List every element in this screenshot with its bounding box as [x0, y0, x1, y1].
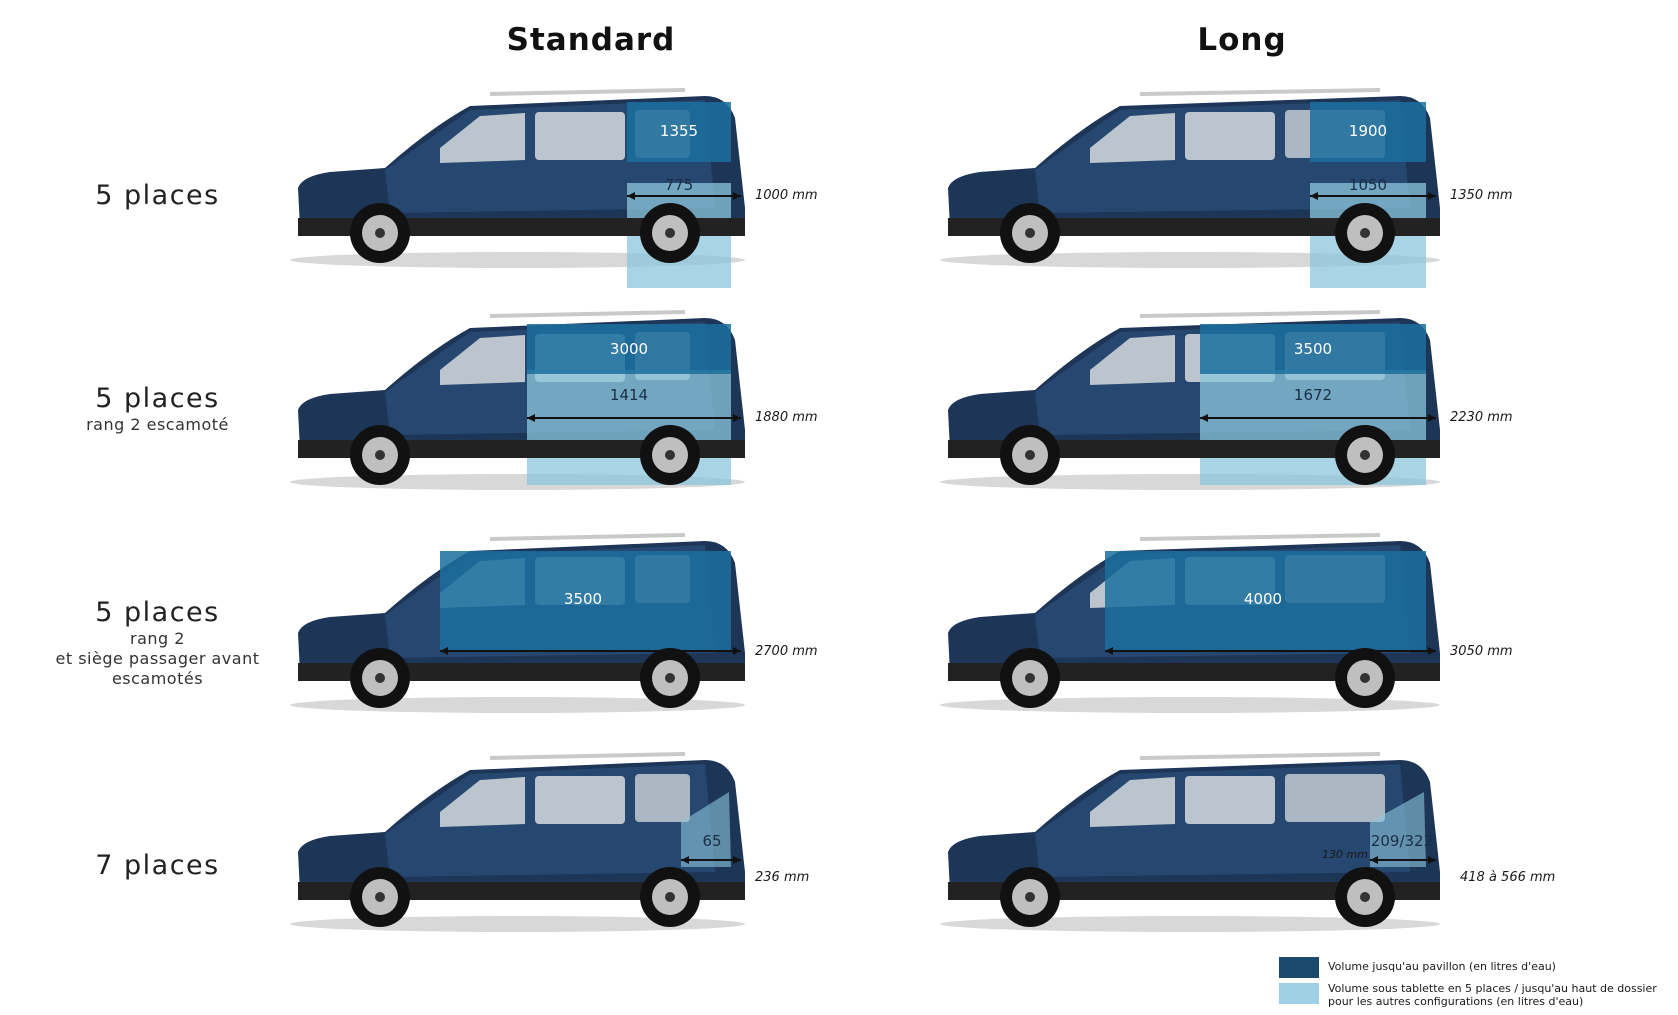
- length-label: 2700 mm: [755, 644, 818, 659]
- van-illustration-standard-1: [290, 88, 775, 288]
- volume-label-shelf: 775: [664, 176, 694, 194]
- length-label: 1880 mm: [755, 410, 818, 425]
- length-label-secondary: 130 mm: [1322, 848, 1368, 861]
- legend-swatch-roof: [1279, 957, 1319, 978]
- row-label-4: 7 places: [20, 850, 295, 882]
- legend-text-roof: Volume jusqu'au pavillon (en litres d'ea…: [1328, 960, 1556, 973]
- volume-label-roof: 3500: [1293, 340, 1333, 358]
- row-label-sub: rang 2: [130, 629, 185, 648]
- volume-label-shelf: 1050: [1348, 176, 1388, 194]
- length-label: 2230 mm: [1450, 410, 1513, 425]
- van-illustration-long-3: [940, 533, 1470, 733]
- volume-label-roof: 1900: [1348, 122, 1388, 140]
- row-label-1: 5 places: [20, 180, 295, 212]
- volume-label-roof: 1355: [659, 122, 699, 140]
- row-label-3: 5 places rang 2 et siège passager avant …: [20, 597, 295, 689]
- length-label: 418 à 566 mm: [1460, 870, 1556, 885]
- row-label-main: 7 places: [95, 850, 220, 881]
- van-illustration-long-2: [940, 310, 1470, 510]
- volume-label-roof: 209/322: [1370, 832, 1434, 850]
- van-illustration-long-1: [940, 88, 1470, 288]
- row-label-sub: et siège passager avant: [55, 649, 260, 668]
- row-label-main: 5 places: [95, 597, 220, 628]
- column-header-standard: Standard: [506, 22, 676, 58]
- row-label-main: 5 places: [95, 383, 220, 414]
- row-label-sub: escamotés: [111, 669, 204, 688]
- van-illustration-standard-3: [290, 533, 775, 733]
- legend-swatch-shelf: [1279, 983, 1319, 1004]
- length-label: 1000 mm: [755, 188, 818, 203]
- length-label: 236 mm: [755, 870, 810, 885]
- length-label: 3050 mm: [1450, 644, 1513, 659]
- van-illustration-standard-4: [290, 752, 775, 952]
- volume-label-roof: 3000: [609, 340, 649, 358]
- volume-label-roof: 65: [702, 832, 722, 850]
- row-label-main: 5 places: [95, 180, 220, 211]
- volume-label-roof: 4000: [1243, 590, 1283, 608]
- row-label-2: 5 places rang 2 escamoté: [20, 383, 295, 435]
- volume-label-roof: 3500: [563, 590, 603, 608]
- van-illustration-long-4: [940, 752, 1470, 952]
- legend-text-shelf: Volume sous tablette en 5 places / jusqu…: [1328, 982, 1657, 1008]
- column-header-long: Long: [1197, 22, 1287, 58]
- length-label: 1350 mm: [1450, 188, 1513, 203]
- van-illustration-standard-2: [290, 310, 775, 510]
- volume-label-shelf: 1414: [609, 386, 649, 404]
- row-label-sub: rang 2 escamoté: [86, 415, 229, 434]
- volume-label-shelf: 1672: [1293, 386, 1333, 404]
